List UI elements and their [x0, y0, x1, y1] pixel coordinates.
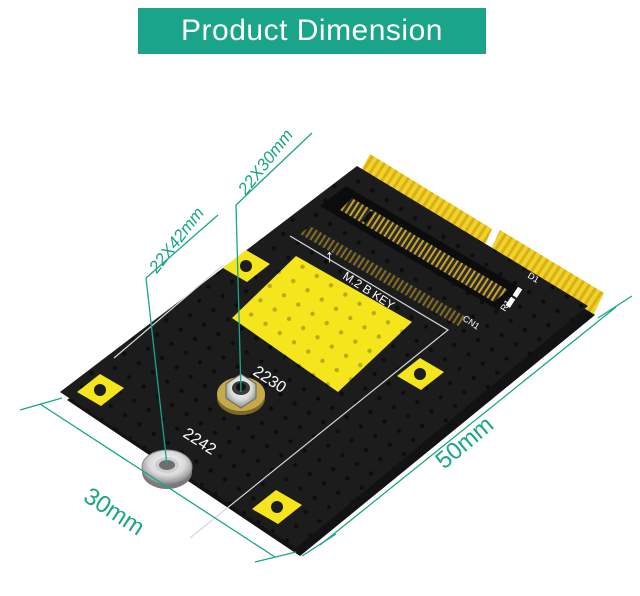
dim-ext-50-bottom — [301, 533, 337, 557]
thermal-pad — [232, 256, 412, 392]
dim-line-50 — [319, 306, 617, 546]
standoff-2242 — [141, 449, 193, 489]
dim-line-30 — [39, 403, 276, 558]
dimension-lines — [19, 132, 633, 563]
smd-component-2 — [505, 296, 516, 308]
arrow-icon: ↑ — [325, 246, 334, 266]
dim-line-2230-vertical — [235, 204, 242, 393]
silkscreen-outline-left — [113, 265, 223, 359]
m2-slot — [320, 186, 520, 310]
banner-title: Product Dimension — [181, 14, 443, 47]
dim-line-2242-diagonal — [145, 214, 219, 279]
m2-slot-pins — [340, 198, 508, 302]
size-2230-label: 22X30mm — [234, 126, 297, 200]
width-label: 30mm — [79, 482, 150, 541]
size-2242-label: 22X42mm — [145, 204, 208, 278]
title-banner: Product Dimension — [138, 8, 486, 54]
dim-ext-30-right — [254, 551, 297, 563]
dim-line-2230-diagonal — [235, 132, 313, 206]
gold-fingers-right — [488, 230, 604, 318]
pin-footprint — [300, 226, 468, 326]
smd-component — [512, 286, 523, 298]
silkscreen-outline — [189, 235, 450, 539]
dim-line-2242-vertical — [145, 277, 168, 466]
m2-key-notch — [362, 210, 374, 224]
mount-pads — [77, 250, 444, 524]
